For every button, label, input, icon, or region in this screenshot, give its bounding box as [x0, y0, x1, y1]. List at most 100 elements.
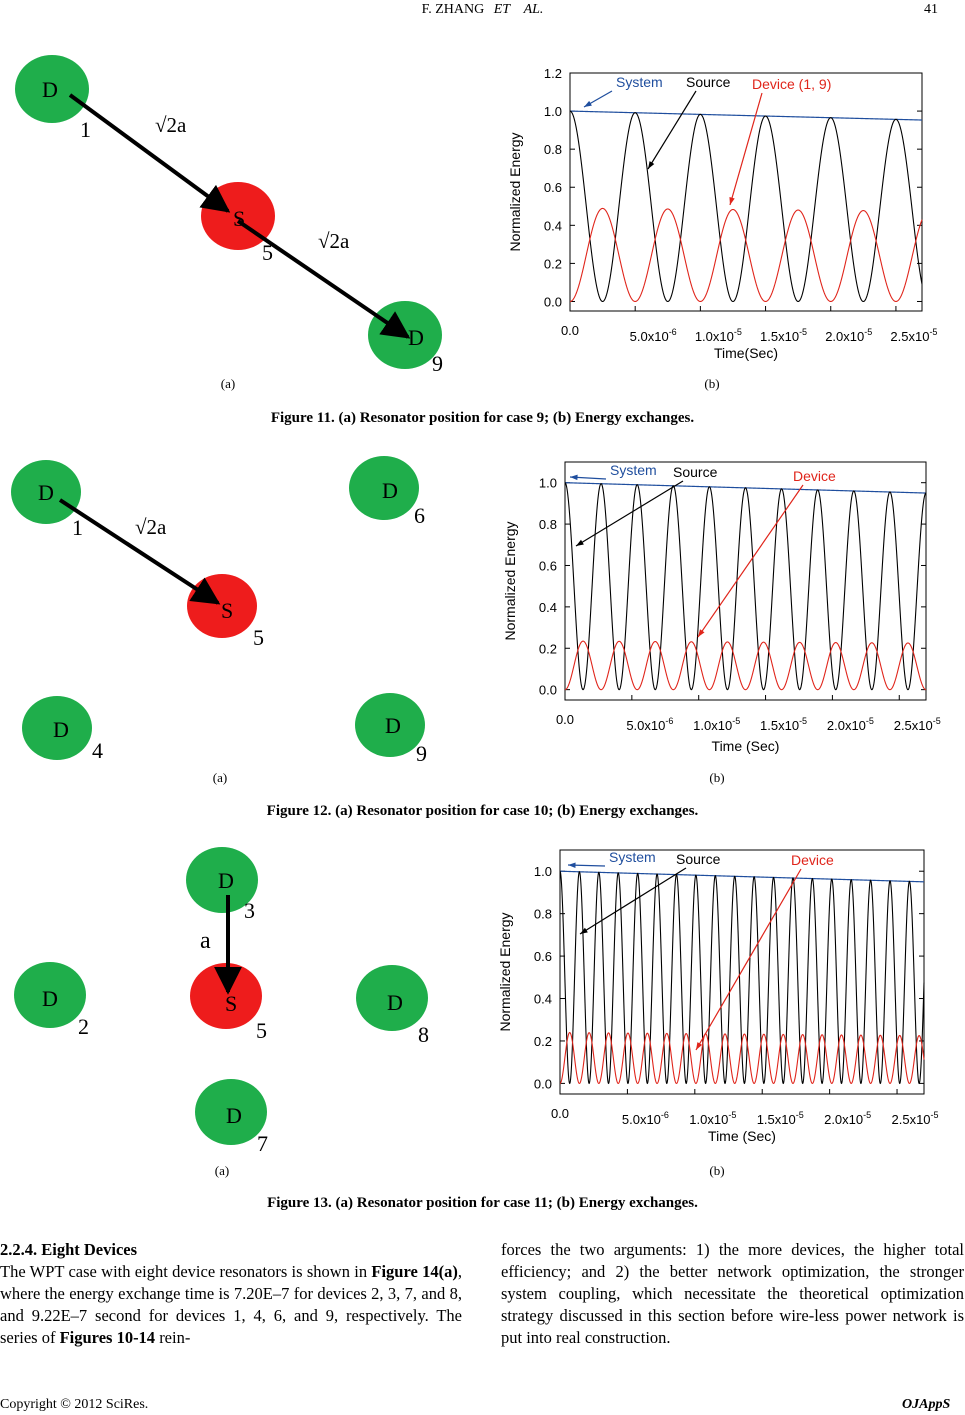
resonator-device-1 — [11, 460, 81, 524]
figure-reference[interactable]: Figures 10-14 — [59, 1328, 156, 1347]
x-tick-label: 0.0 — [551, 1106, 569, 1121]
x-tick-label: 0.0 — [556, 712, 574, 727]
x-tick-label: 1.5x10-5 — [760, 327, 807, 344]
figure-12-caption: Figure 12. (a) Resonator position for ca… — [266, 803, 699, 819]
y-tick-label: 0.2 — [534, 1034, 552, 1049]
distance-label: √2a — [135, 515, 167, 539]
x-axis-label: Time (Sec) — [708, 1128, 776, 1144]
arrow-1-to-5 — [58, 498, 221, 605]
distance-label: √2a — [155, 113, 187, 137]
annotation-label: Device (1, 9) — [752, 76, 831, 92]
x-tick-label: 2.5x10-5 — [890, 327, 937, 344]
node-letter: D — [218, 868, 234, 893]
y-axis-label: Normalized Energy — [497, 912, 513, 1031]
annotation-label: Source — [676, 851, 721, 867]
x-tick-label: 2.0x10-5 — [825, 327, 872, 344]
annotation-arrowhead — [584, 100, 592, 107]
y-tick-label: 1.0 — [534, 864, 552, 879]
y-tick-label: 0.6 — [534, 949, 552, 964]
node-number: 5 — [253, 625, 264, 650]
node-number: 7 — [257, 1131, 268, 1156]
y-tick-label: 0.8 — [534, 907, 552, 922]
node-letter: D — [408, 325, 424, 350]
figure-11-caption: Figure 11. (a) Resonator position for ca… — [270, 410, 695, 426]
series-line-device — [559, 1031, 925, 1084]
annotation-arrow — [697, 484, 804, 638]
node-letter: D — [38, 480, 54, 505]
annotation-arrow — [647, 90, 697, 170]
annotation-arrowhead — [698, 629, 705, 637]
arrow-1-to-5 — [68, 93, 231, 213]
figure-reference[interactable]: Figure 14(a) — [371, 1262, 458, 1281]
y-tick-label: 0.6 — [544, 180, 562, 195]
x-tick-label: 5.0x10-6 — [626, 716, 673, 733]
resonator-device-2 — [14, 962, 86, 1028]
node-letter: S — [225, 991, 237, 1016]
x-tick-label: 2.5x10-5 — [892, 1110, 939, 1127]
node-number: 3 — [244, 898, 255, 923]
x-tick-label: 1.0x10-5 — [693, 716, 740, 733]
series-line-source — [564, 482, 927, 691]
annotation-label: Device — [791, 852, 834, 868]
node-letter: S — [233, 206, 245, 231]
figure-11-label-a: (a) — [220, 376, 236, 391]
x-tick-label: 1.0x10-5 — [689, 1110, 736, 1127]
x-axis-label: Time (Sec) — [712, 738, 780, 754]
x-tick-label: 5.0x10-6 — [630, 327, 677, 344]
y-tick-label: 0.8 — [539, 517, 557, 532]
annotation-arrow — [729, 92, 763, 206]
running-header: F. ZHANG ET AL. — [0, 2, 965, 18]
right-column-paragraph: forces the two arguments: 1) the more de… — [501, 1240, 964, 1347]
node-number: 9 — [416, 741, 427, 766]
figure-13-caption: Figure 13. (a) Resonator position for ca… — [267, 1195, 698, 1211]
series-line-system — [560, 870, 925, 883]
annotation-arrowhead — [568, 862, 576, 868]
node-number: 1 — [72, 515, 83, 540]
resonator-device-6 — [349, 456, 419, 520]
y-tick-label: 0.8 — [544, 142, 562, 157]
y-tick-label: 1.2 — [544, 66, 562, 81]
annotation-label: Device — [793, 468, 836, 484]
paragraph-text: The WPT case with eight device resonator… — [0, 1262, 372, 1281]
x-tick-label: 0.0 — [561, 323, 579, 338]
x-tick-label: 2.0x10-5 — [827, 716, 874, 733]
y-axis-label: Normalized Energy — [507, 132, 523, 251]
y-tick-label: 0.4 — [544, 218, 562, 233]
figure-12-label-b: (b) — [709, 770, 725, 785]
y-tick-label: 0.2 — [544, 256, 562, 271]
x-tick-label: 1.5x10-5 — [757, 1110, 804, 1127]
section-heading: 2.2.4. Eight Devices — [0, 1240, 138, 1259]
figure-12-label-a: (a) — [212, 770, 228, 785]
annotation-label: System — [609, 849, 656, 865]
x-tick-label: 2.0x10-5 — [824, 1110, 871, 1127]
annotation-arrow — [575, 480, 684, 547]
annotation-arrowhead — [576, 539, 584, 546]
header-et: ET — [493, 2, 511, 17]
annotation-label: System — [610, 462, 657, 478]
node-number: 5 — [262, 240, 273, 265]
annotation-arrowhead — [729, 197, 735, 205]
annotation-label: Source — [686, 74, 731, 90]
header-al: AL. — [523, 2, 544, 17]
paragraph-text: , where the energy exchange time is 7.20… — [0, 1262, 462, 1347]
figure-13-label-b: (b) — [709, 1163, 725, 1178]
annotation-arrowhead — [696, 1042, 703, 1050]
y-tick-label: 0.4 — [539, 600, 557, 615]
distance-label: a — [200, 928, 211, 954]
node-letter: S — [221, 598, 233, 623]
footer-journal: OJAppS — [902, 1397, 951, 1412]
figure-11-panel-a: D 1 S 5 D 9 √2a √2a — [15, 55, 443, 376]
y-tick-label: 0.0 — [534, 1076, 552, 1091]
distance-label: √2a — [318, 229, 350, 253]
resonator-device-8 — [356, 965, 428, 1031]
series-line-source — [559, 870, 925, 1085]
figure-12-panel-a: D 1 D 6 S 5 D 4 D 9 √2a — [11, 456, 427, 766]
annotation-label: System — [616, 74, 663, 90]
page-number: 41 — [924, 2, 938, 17]
node-number: 4 — [92, 738, 103, 763]
resonator-device-3 — [186, 847, 258, 913]
series-line-device — [564, 640, 927, 691]
node-letter: D — [53, 717, 69, 742]
